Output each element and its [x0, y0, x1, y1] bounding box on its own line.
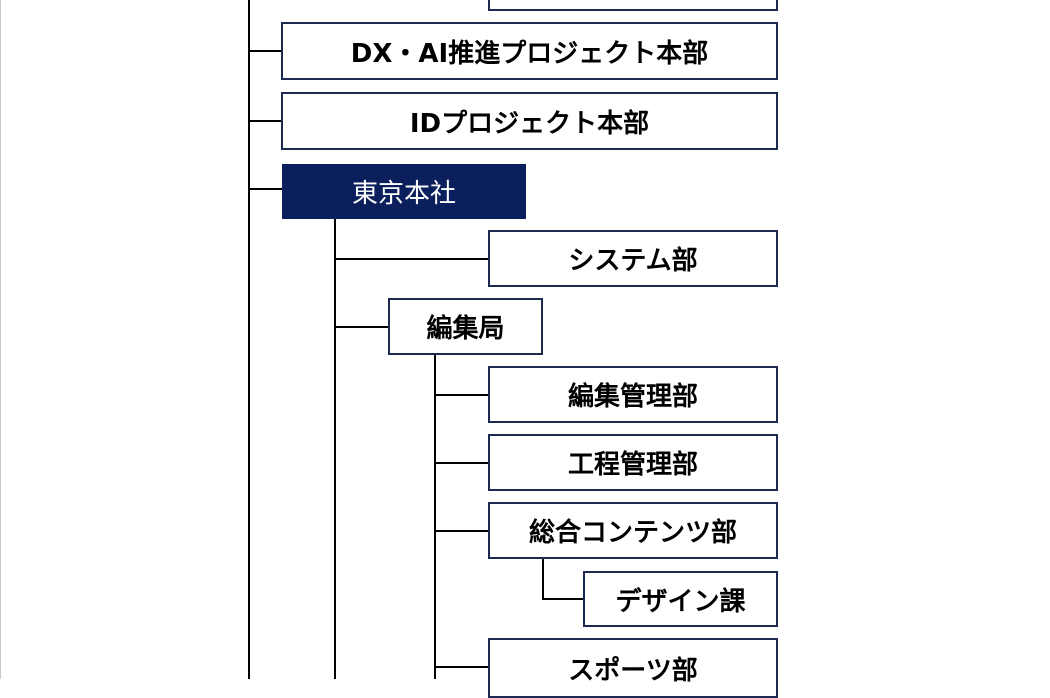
connector-process-management	[434, 462, 489, 464]
connector-id-project	[248, 120, 282, 122]
org-box-clipped-top	[488, 0, 778, 11]
org-box-system-dept: システム部	[488, 230, 778, 287]
main-trunk-line	[248, 0, 250, 679]
org-box-dx-ai-project-label: DX・AI推進プロジェクト本部	[350, 38, 709, 69]
org-box-general-contents: 総合コンテンツ部	[488, 502, 778, 559]
org-box-design-section: デザイン課	[583, 571, 778, 627]
connector-design-section	[542, 598, 585, 600]
org-box-system-dept-label: システム部	[568, 246, 698, 276]
page-left-border	[0, 0, 1, 679]
org-box-editorial-management: 編集管理部	[488, 366, 778, 423]
org-box-id-project: IDプロジェクト本部	[281, 92, 778, 150]
org-box-tokyo-hq: 東京本社	[282, 164, 526, 219]
tokyo-hq-trunk-line	[334, 219, 336, 679]
org-box-design-section-label: デザイン課	[615, 586, 746, 617]
org-box-id-project-label: IDプロジェクト本部	[409, 108, 650, 139]
org-box-general-contents-label: 総合コンテンツ部	[528, 518, 737, 548]
general-contents-branch-line	[542, 559, 544, 599]
connector-tokyo-hq	[248, 188, 283, 190]
org-box-editorial-management-label: 編集管理部	[567, 382, 698, 412]
connector-system-dept	[334, 258, 489, 260]
connector-editorial-bureau	[334, 326, 389, 328]
org-box-editorial-bureau: 編集局	[388, 298, 543, 355]
org-box-sports-dept-label: スポーツ部	[568, 655, 698, 686]
editorial-bureau-trunk-line	[434, 355, 436, 679]
org-box-sports-dept: スポーツ部	[488, 638, 778, 698]
org-box-editorial-bureau-label: 編集局	[426, 314, 505, 344]
org-box-process-management: 工程管理部	[488, 434, 778, 491]
org-box-process-management-label: 工程管理部	[567, 450, 698, 480]
org-box-tokyo-hq-label: 東京本社	[351, 179, 456, 209]
connector-general-contents	[434, 530, 489, 532]
connector-sports-dept	[434, 666, 489, 668]
org-box-dx-ai-project: DX・AI推進プロジェクト本部	[281, 22, 778, 80]
connector-dx-ai	[248, 50, 282, 52]
connector-editorial-management	[434, 394, 489, 396]
